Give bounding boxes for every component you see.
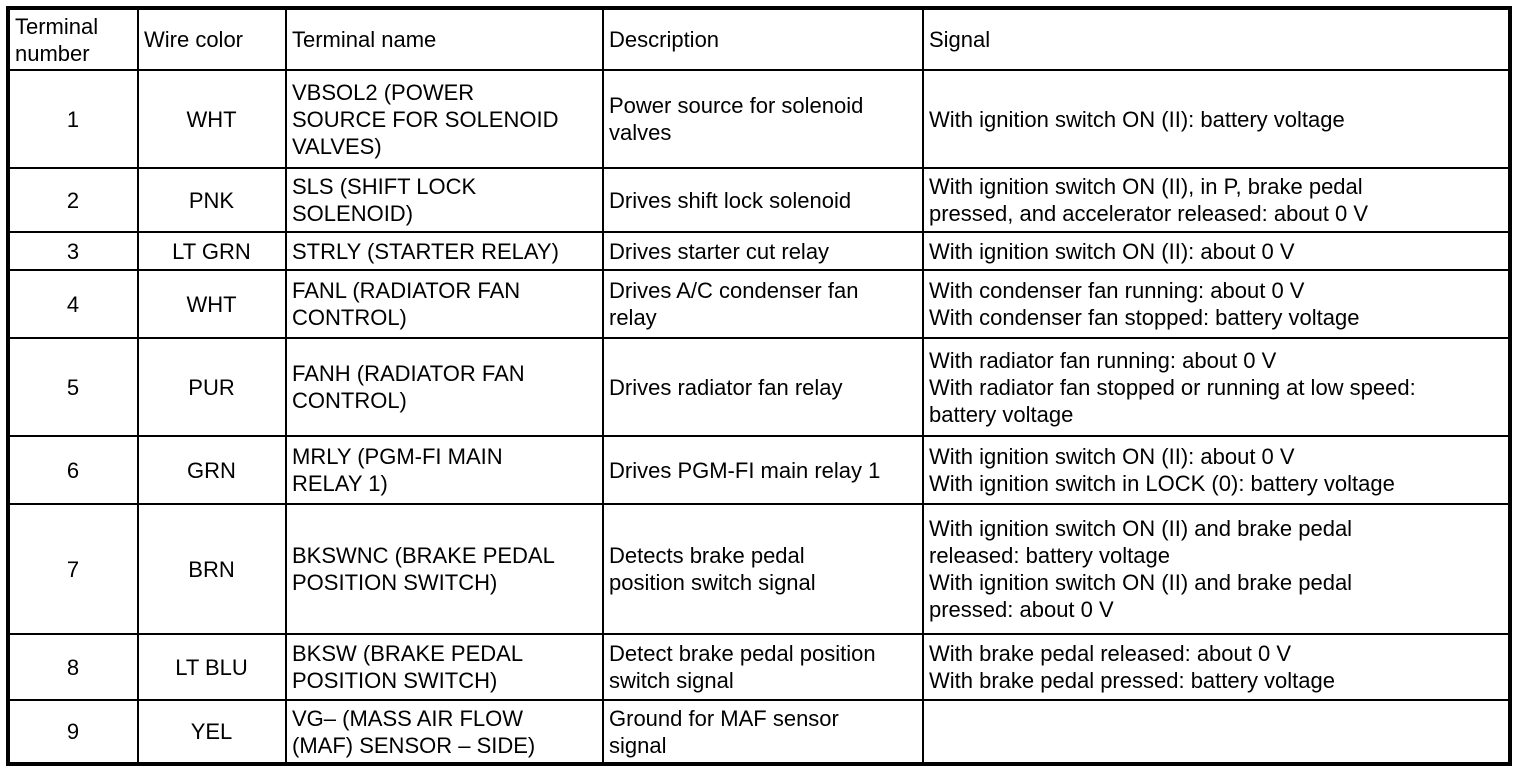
table-row: 5 PUR FANH (RADIATOR FAN CONTROL) Drives…: [7, 337, 1511, 437]
wire-color-cell: BRN: [137, 503, 287, 635]
wire-color-cell: GRN: [137, 435, 287, 505]
terminal-name-cell: BKSW (BRAKE PEDAL POSITION SWITCH): [285, 633, 604, 701]
description-cell: Ground for MAF sensor signal: [602, 699, 924, 765]
description-cell: Drives radiator fan relay: [602, 337, 924, 437]
wire-color-cell: YEL: [137, 699, 287, 765]
description-cell: Detects brake pedal position switch sign…: [602, 503, 924, 635]
signal-cell: With ignition switch ON (II), in P, brak…: [922, 167, 1511, 233]
terminal-name-cell: FANL (RADIATOR FAN CONTROL): [285, 269, 604, 339]
table-row: 8 LT BLU BKSW (BRAKE PEDAL POSITION SWIT…: [7, 633, 1511, 701]
terminal-number-cell: 9: [7, 699, 139, 765]
header-terminal-name: Terminal name: [285, 7, 604, 71]
terminal-name-cell: VG– (MASS AIR FLOW (MAF) SENSOR – SIDE): [285, 699, 604, 765]
header-description: Description: [602, 7, 924, 71]
signal-cell: With ignition switch ON (II): battery vo…: [922, 69, 1511, 169]
signal-cell: With radiator fan running: about 0 V Wit…: [922, 337, 1511, 437]
terminal-number-cell: 4: [7, 269, 139, 339]
wire-color-cell: PUR: [137, 337, 287, 437]
table-row: 4 WHT FANL (RADIATOR FAN CONTROL) Drives…: [7, 269, 1511, 339]
terminal-number-cell: 7: [7, 503, 139, 635]
header-signal: Signal: [922, 7, 1511, 71]
wire-color-cell: WHT: [137, 269, 287, 339]
description-cell: Drives starter cut relay: [602, 231, 924, 271]
description-cell: Power source for solenoid valves: [602, 69, 924, 169]
terminal-number-cell: 8: [7, 633, 139, 701]
table-row: 6 GRN MRLY (PGM-FI MAIN RELAY 1) Drives …: [7, 435, 1511, 505]
table-row: 3 LT GRN STRLY (STARTER RELAY) Drives st…: [7, 231, 1511, 271]
terminal-number-cell: 6: [7, 435, 139, 505]
description-cell: Drives shift lock solenoid: [602, 167, 924, 233]
signal-cell: With ignition switch ON (II) and brake p…: [922, 503, 1511, 635]
table-row: 2 PNK SLS (SHIFT LOCK SOLENOID) Drives s…: [7, 167, 1511, 233]
signal-cell: With ignition switch ON (II): about 0 V: [922, 231, 1511, 271]
description-cell: Drives A/C condenser fan relay: [602, 269, 924, 339]
terminal-name-cell: STRLY (STARTER RELAY): [285, 231, 604, 271]
terminal-number-cell: 5: [7, 337, 139, 437]
terminal-name-cell: FANH (RADIATOR FAN CONTROL): [285, 337, 604, 437]
signal-cell: [922, 699, 1511, 765]
description-cell: Detect brake pedal position switch signa…: [602, 633, 924, 701]
wire-color-cell: WHT: [137, 69, 287, 169]
terminal-name-cell: SLS (SHIFT LOCK SOLENOID): [285, 167, 604, 233]
table-row: 9 YEL VG– (MASS AIR FLOW (MAF) SENSOR – …: [7, 699, 1511, 765]
signal-cell: With ignition switch ON (II): about 0 V …: [922, 435, 1511, 505]
table-row: 7 BRN BKSWNC (BRAKE PEDAL POSITION SWITC…: [7, 503, 1511, 635]
header-terminal-number: Terminal number: [7, 7, 139, 71]
table-row: 1 WHT VBSOL2 (POWER SOURCE FOR SOLENOID …: [7, 69, 1511, 169]
terminal-number-cell: 1: [7, 69, 139, 169]
terminal-assignment-table: Terminal number Wire color Terminal name…: [6, 6, 1512, 766]
header-wire-color: Wire color: [137, 7, 287, 71]
signal-cell: With condenser fan running: about 0 V Wi…: [922, 269, 1511, 339]
terminal-name-cell: BKSWNC (BRAKE PEDAL POSITION SWITCH): [285, 503, 604, 635]
terminal-number-cell: 3: [7, 231, 139, 271]
table-header-row: Terminal number Wire color Terminal name…: [7, 7, 1511, 71]
wire-color-cell: LT GRN: [137, 231, 287, 271]
wire-color-cell: LT BLU: [137, 633, 287, 701]
signal-cell: With brake pedal released: about 0 V Wit…: [922, 633, 1511, 701]
wire-color-cell: PNK: [137, 167, 287, 233]
terminal-number-cell: 2: [7, 167, 139, 233]
description-cell: Drives PGM-FI main relay 1: [602, 435, 924, 505]
terminal-name-cell: MRLY (PGM-FI MAIN RELAY 1): [285, 435, 604, 505]
terminal-name-cell: VBSOL2 (POWER SOURCE FOR SOLENOID VALVES…: [285, 69, 604, 169]
